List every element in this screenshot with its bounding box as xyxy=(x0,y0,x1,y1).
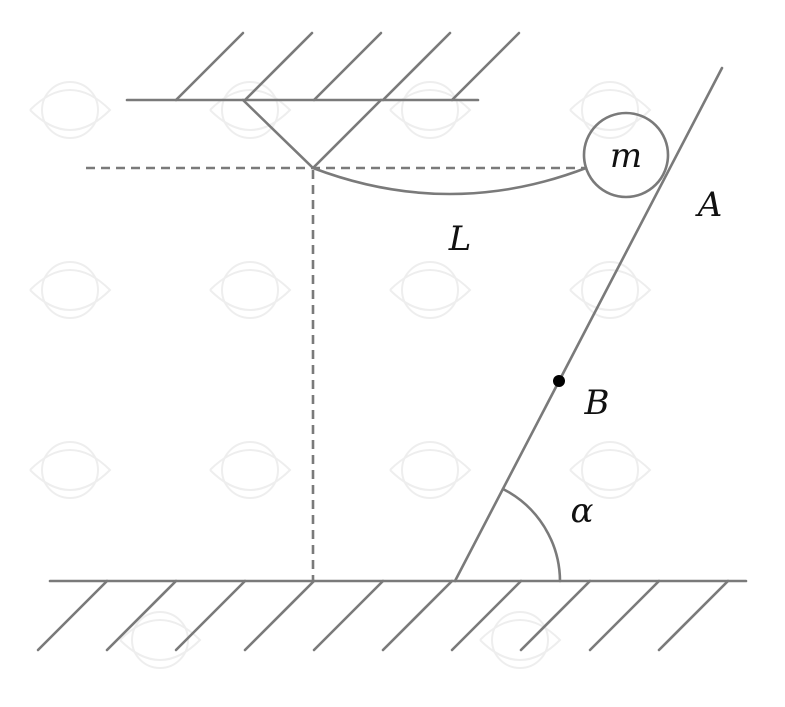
ceiling-hatching xyxy=(174,31,521,102)
mass-ball xyxy=(582,111,670,199)
length-label: L xyxy=(448,219,472,259)
floor xyxy=(36,579,748,652)
point-a-label: A xyxy=(695,185,723,225)
angle-arc xyxy=(501,487,562,583)
watermark-pattern xyxy=(29,81,652,669)
mass-label: m xyxy=(610,136,642,176)
support-strings xyxy=(241,98,383,170)
pendulum-string xyxy=(311,166,588,196)
floor-hatching xyxy=(36,579,730,652)
point-b-label: B xyxy=(584,383,610,423)
point-b-dot xyxy=(553,375,565,387)
angle-label: α xyxy=(571,491,594,531)
inclined-plane xyxy=(453,66,724,583)
ceiling xyxy=(125,31,521,102)
